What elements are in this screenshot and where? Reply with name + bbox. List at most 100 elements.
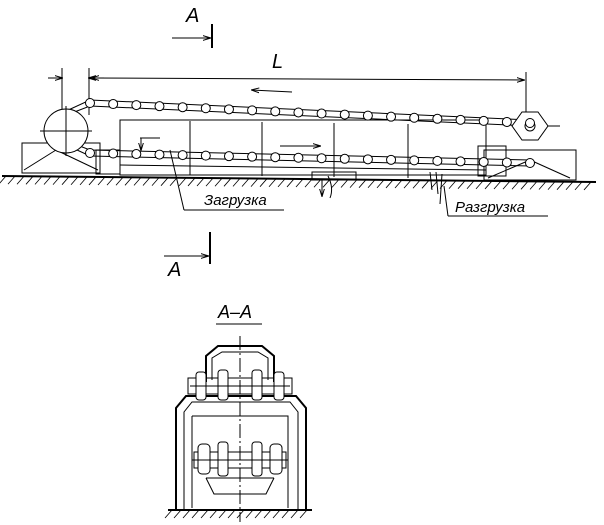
lower-roller xyxy=(85,148,95,158)
hatch-line xyxy=(574,181,583,191)
hatch-line xyxy=(290,509,299,519)
hatch-line xyxy=(466,180,475,190)
loading-label: Загрузка xyxy=(204,192,267,209)
lower-roller xyxy=(362,154,373,165)
hatch-line xyxy=(263,509,272,519)
hatch-line xyxy=(475,180,484,190)
hatch-line xyxy=(43,176,52,185)
hatch-line xyxy=(151,177,160,186)
hatch-line xyxy=(322,179,331,188)
hatch-line xyxy=(79,176,88,186)
ground-hatch xyxy=(0,175,592,191)
lower-roller xyxy=(455,156,466,167)
lower-roller xyxy=(409,155,420,166)
hatch-line xyxy=(106,176,115,186)
upper-roller xyxy=(455,114,466,125)
hatch-line xyxy=(493,180,502,190)
upper-roller xyxy=(293,107,304,118)
hatch-line xyxy=(254,509,263,519)
hatch-line xyxy=(331,179,340,188)
hatch-line xyxy=(52,176,61,185)
hatch-line xyxy=(196,177,205,187)
hatch-line xyxy=(34,176,43,185)
hatch-line xyxy=(200,509,209,519)
hatch-line xyxy=(178,177,187,187)
drive-sprocket xyxy=(40,106,92,156)
section-label-top: A xyxy=(185,5,199,27)
upper-roller xyxy=(177,102,188,113)
lower-roller xyxy=(154,149,165,160)
lower-roller xyxy=(525,158,535,168)
lower-roller xyxy=(432,155,443,166)
hatch-line xyxy=(313,178,322,188)
hatch-line xyxy=(164,509,173,519)
lower-roller xyxy=(247,151,258,162)
lower-roller xyxy=(501,157,512,168)
hatch-line xyxy=(182,509,191,519)
hatch-line xyxy=(448,180,457,189)
hatch-line xyxy=(7,175,16,185)
hatch-line xyxy=(232,178,241,187)
lower-roller xyxy=(316,153,327,164)
hatch-line xyxy=(133,177,142,186)
hatch-line xyxy=(16,175,25,185)
hatch-line xyxy=(88,176,97,186)
upper-roller xyxy=(108,99,119,110)
hatch-line xyxy=(394,179,403,189)
hatch-line xyxy=(565,181,574,191)
hatch-line xyxy=(160,177,169,186)
unloading-label: Разгрузка xyxy=(455,199,525,216)
upper-roller xyxy=(525,118,535,128)
section-view-title: A–A xyxy=(217,302,252,322)
return-direction-arrow xyxy=(252,90,293,92)
hatch-line xyxy=(358,179,367,188)
lower-roller xyxy=(270,152,281,163)
hatch-line xyxy=(259,178,268,187)
hatch-line xyxy=(187,177,196,187)
upper-roller xyxy=(85,98,95,108)
hatch-line xyxy=(124,177,133,186)
length-label: L xyxy=(272,51,283,73)
upper-roller xyxy=(362,110,373,121)
hatch-line xyxy=(281,509,290,519)
upper-roller xyxy=(432,113,443,124)
hatch-line xyxy=(218,509,227,519)
hatch-line xyxy=(547,181,556,190)
lower-roller xyxy=(386,154,397,165)
hatch-line xyxy=(250,178,259,187)
hatch-line xyxy=(367,179,376,189)
hatch-line xyxy=(223,178,232,187)
hatch-line xyxy=(502,180,511,190)
hatch-line xyxy=(0,175,7,184)
lower-roller xyxy=(478,156,489,167)
hatch-line xyxy=(61,176,70,185)
lower-roller xyxy=(108,148,119,159)
hatch-line xyxy=(97,176,106,186)
chain-rollers xyxy=(85,98,535,168)
upper-roller xyxy=(131,100,142,111)
upper-roller xyxy=(409,112,420,123)
dimension-length: L xyxy=(48,51,527,125)
hatch-line xyxy=(295,178,304,188)
hatch-line xyxy=(272,509,281,519)
hatch-line xyxy=(25,176,34,185)
hatch-line xyxy=(340,179,349,188)
upper-roller xyxy=(223,104,234,115)
hatch-line xyxy=(115,176,124,186)
loading-callout: Загрузка xyxy=(169,149,284,211)
hatch-line xyxy=(268,178,277,188)
upper-roller xyxy=(339,109,350,120)
lower-roller xyxy=(177,150,188,161)
feed-arrow xyxy=(140,137,160,150)
section-marker-bottom: A xyxy=(164,232,211,281)
upper-roller xyxy=(247,105,258,116)
lower-roller xyxy=(131,149,142,160)
hatch-line xyxy=(304,178,313,188)
hatch-line xyxy=(169,177,178,187)
upper-roller xyxy=(386,111,397,122)
hatch-line xyxy=(70,176,79,186)
hatch-line xyxy=(286,178,295,188)
hatch-line xyxy=(227,509,236,519)
conveyor-frame xyxy=(0,119,597,199)
